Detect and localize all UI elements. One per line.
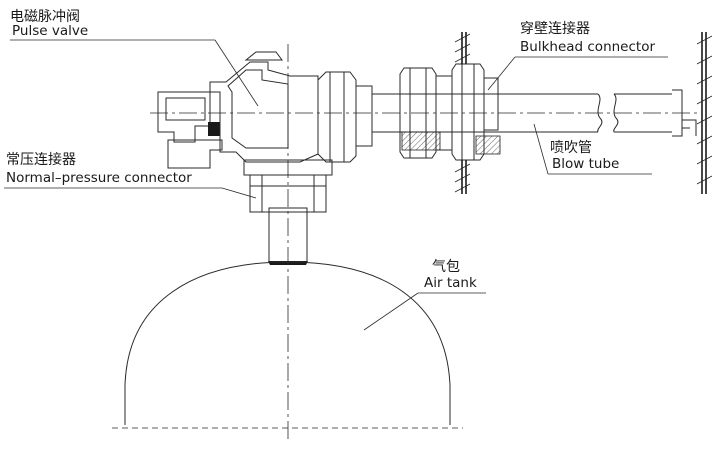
blow-tube-label-en: Blow tube bbox=[552, 156, 620, 172]
air-tank bbox=[112, 261, 463, 429]
pulse-valve-label-cn: 电磁脉冲阀 bbox=[10, 9, 80, 25]
normal-pressure-connector bbox=[243, 159, 333, 263]
leader-lines bbox=[4, 39, 668, 331]
blow-tube-label-cn: 喷吹管 bbox=[550, 140, 592, 156]
center-lines bbox=[150, 44, 700, 440]
pulse-valve-label-en: Pulse valve bbox=[12, 23, 89, 39]
bulkhead-connector-label-en: Bulkhead connector bbox=[520, 39, 656, 55]
air-tank-label-cn: 气包 bbox=[432, 259, 460, 275]
normal-pressure-connector-label-en: Normal–pressure connector bbox=[6, 170, 192, 186]
plenum-wall bbox=[454, 32, 471, 194]
air-tank-label-en: Air tank bbox=[424, 275, 477, 291]
pulse-valve bbox=[157, 51, 373, 169]
end-wall bbox=[696, 32, 713, 194]
bulkhead-connector-label-cn: 穿壁连接器 bbox=[520, 21, 590, 37]
normal-pressure-connector-label-cn: 常压连接器 bbox=[6, 152, 76, 168]
bulkhead-connector bbox=[399, 63, 501, 161]
